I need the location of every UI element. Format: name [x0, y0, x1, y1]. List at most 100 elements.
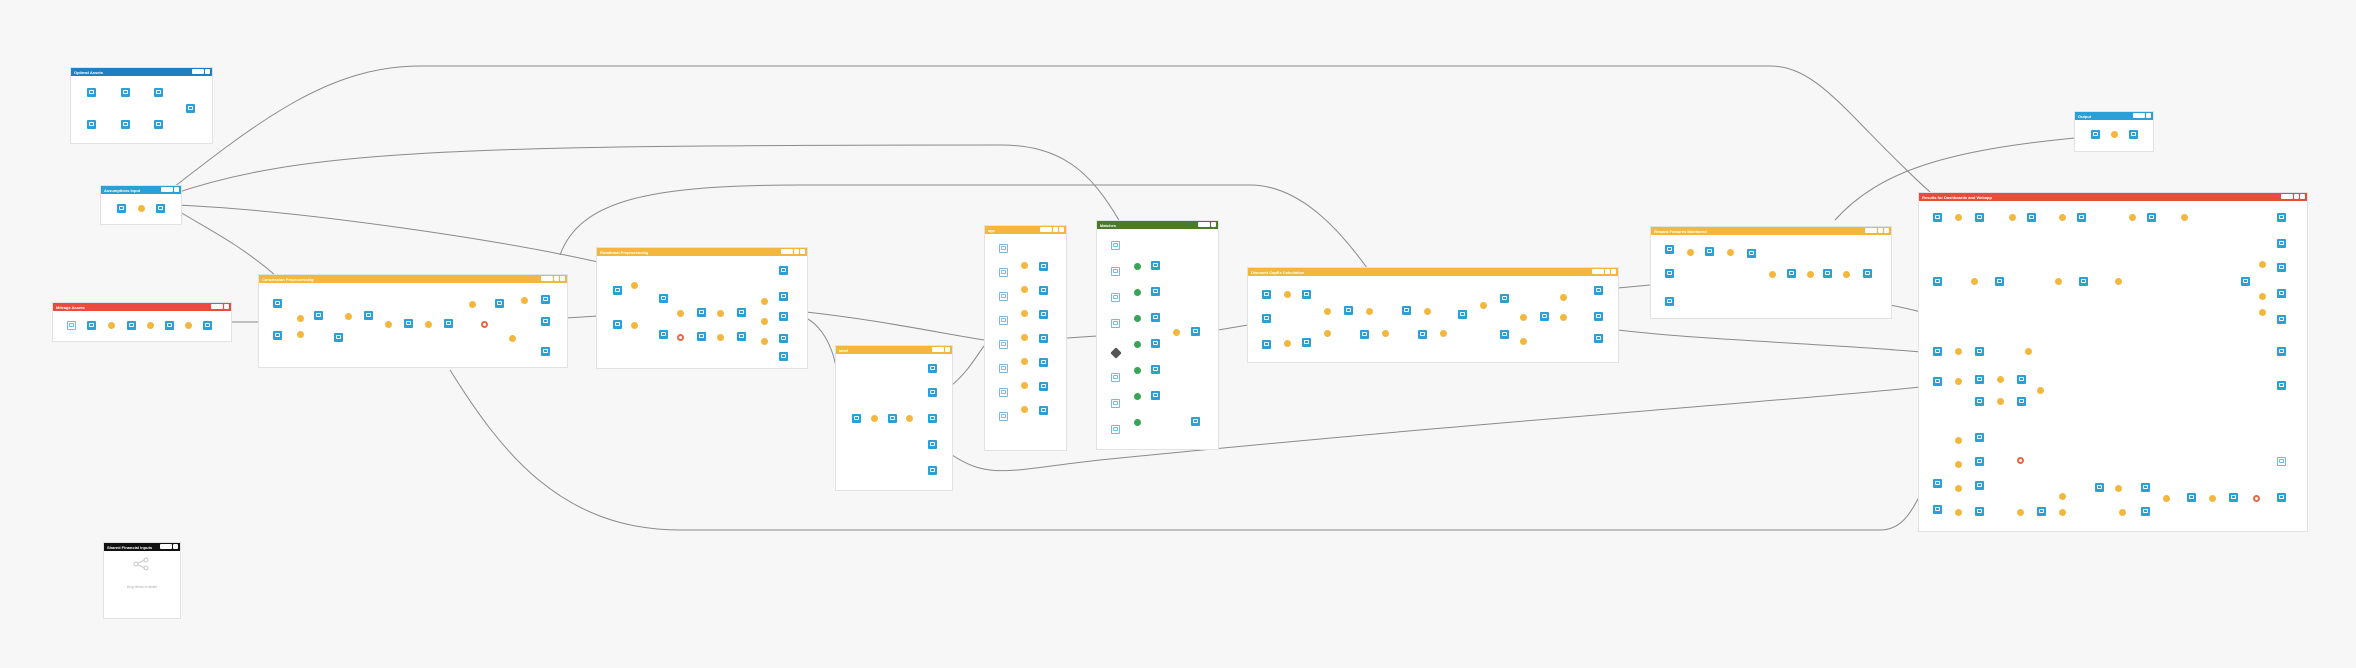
zone-output[interactable]: Output	[2074, 111, 2154, 152]
zone-menu-icon[interactable]	[2294, 194, 2299, 199]
dataset-icon[interactable]	[1975, 213, 1984, 222]
zone-count-badge[interactable]	[541, 276, 553, 281]
recipe-icon[interactable]	[2259, 293, 2266, 300]
recipe-error-icon[interactable]	[2017, 457, 2024, 464]
dataset-icon[interactable]	[2129, 130, 2138, 139]
dataset-icon[interactable]	[1933, 347, 1942, 356]
recipe-icon[interactable]	[147, 322, 154, 329]
folder-icon[interactable]	[1111, 241, 1120, 250]
dataset-icon[interactable]	[2277, 213, 2286, 222]
recipe-icon[interactable]	[385, 321, 392, 328]
recipe-icon[interactable]	[677, 310, 684, 317]
dataset-icon[interactable]	[2037, 507, 2046, 516]
recipe-error-icon[interactable]	[677, 334, 684, 341]
dataset-icon[interactable]	[2277, 315, 2286, 324]
dataset-icon[interactable]	[779, 292, 788, 301]
recipe-icon[interactable]	[1955, 509, 1962, 516]
recipe-icon[interactable]	[1807, 271, 1814, 278]
dataset-icon[interactable]	[1039, 334, 1048, 343]
zone-count-badge[interactable]	[1198, 222, 1210, 227]
recipe-icon[interactable]	[761, 318, 768, 325]
folder-icon[interactable]	[1111, 267, 1120, 276]
recipe-error-icon[interactable]	[481, 321, 488, 328]
recipe-icon[interactable]	[1324, 308, 1331, 315]
folder-icon[interactable]	[999, 388, 1008, 397]
recipe-icon[interactable]	[425, 321, 432, 328]
dataset-icon[interactable]	[1975, 507, 1984, 516]
dataset-icon[interactable]	[852, 414, 861, 423]
recipe-icon[interactable]	[2009, 214, 2016, 221]
recipe-icon[interactable]	[138, 205, 145, 212]
dataset-icon[interactable]	[1823, 269, 1832, 278]
recipe-icon[interactable]	[469, 301, 476, 308]
dataset-icon[interactable]	[121, 120, 130, 129]
dataset-icon[interactable]	[1262, 340, 1271, 349]
recipe-icon[interactable]	[871, 415, 878, 422]
dataset-icon[interactable]	[779, 266, 788, 275]
recipe-icon[interactable]	[2209, 495, 2216, 502]
dataset-icon[interactable]	[314, 311, 323, 320]
dataset-icon[interactable]	[928, 414, 937, 423]
zone-count-badge[interactable]	[1040, 227, 1052, 232]
zone-menu-icon[interactable]	[174, 187, 179, 192]
zone-count-badge[interactable]	[161, 187, 173, 192]
zone-results-dashboards[interactable]: Results for Dashboards and Webapp	[1918, 192, 2308, 532]
dataset-icon[interactable]	[2091, 130, 2100, 139]
dataset-icon[interactable]	[737, 308, 746, 317]
dataset-icon[interactable]	[273, 331, 282, 340]
recipe-icon[interactable]	[1560, 294, 1567, 301]
dataset-icon[interactable]	[1665, 269, 1674, 278]
recipe-icon[interactable]	[2115, 278, 2122, 285]
dataset-icon[interactable]	[888, 414, 897, 423]
recipe-icon[interactable]	[297, 331, 304, 338]
dataset-icon[interactable]	[2229, 493, 2238, 502]
recipe-icon[interactable]	[2259, 261, 2266, 268]
zone-menu-icon[interactable]	[1211, 222, 1216, 227]
dataset-icon[interactable]	[928, 364, 937, 373]
dataset-icon[interactable]	[779, 352, 788, 361]
zone-open-icon[interactable]	[1611, 269, 1616, 274]
dataset-icon[interactable]	[2277, 381, 2286, 390]
folder-icon[interactable]	[1111, 373, 1120, 382]
dataset-icon[interactable]	[613, 320, 622, 329]
dataset-icon[interactable]	[1151, 313, 1160, 322]
dataset-icon[interactable]	[1151, 365, 1160, 374]
zone-count-badge[interactable]	[1865, 228, 1877, 233]
recipe-icon[interactable]	[2129, 214, 2136, 221]
recipe-icon[interactable]	[1997, 376, 2004, 383]
recipe-icon[interactable]	[1021, 262, 1028, 269]
recipe-icon[interactable]	[1520, 314, 1527, 321]
folder-icon[interactable]	[1111, 425, 1120, 434]
dataset-icon[interactable]	[2017, 397, 2026, 406]
zone-open-icon[interactable]	[2300, 194, 2305, 199]
dataset-icon[interactable]	[928, 466, 937, 475]
zone-menu-icon[interactable]	[794, 249, 799, 254]
recipe-icon[interactable]	[1366, 308, 1373, 315]
recipe-icon[interactable]	[1560, 314, 1567, 321]
recipe-icon[interactable]	[761, 338, 768, 345]
dataset-icon[interactable]	[541, 347, 550, 356]
dataset-icon[interactable]	[1705, 247, 1714, 256]
dataset-icon[interactable]	[1933, 213, 1942, 222]
dataset-icon[interactable]	[1995, 277, 2004, 286]
folder-icon[interactable]	[1111, 399, 1120, 408]
recipe-icon[interactable]	[1955, 378, 1962, 385]
dataset-icon[interactable]	[1594, 312, 1603, 321]
dataset-icon[interactable]	[1747, 249, 1756, 258]
dataset-icon[interactable]	[2079, 277, 2088, 286]
git-icon[interactable]	[1110, 347, 1122, 359]
recipe-icon[interactable]	[345, 313, 352, 320]
prepare-recipe-icon[interactable]	[1134, 419, 1141, 426]
recipe-error-icon[interactable]	[2253, 495, 2260, 502]
dataset-icon[interactable]	[928, 440, 937, 449]
folder-icon[interactable]	[999, 340, 1008, 349]
zone-open-icon[interactable]	[1059, 227, 1064, 232]
dataset-icon[interactable]	[1151, 261, 1160, 270]
zone-count-badge[interactable]	[192, 69, 204, 74]
recipe-icon[interactable]	[1284, 340, 1291, 347]
dataset-icon[interactable]	[1975, 433, 1984, 442]
dataset-icon[interactable]	[2277, 263, 2286, 272]
dataset-icon[interactable]	[928, 388, 937, 397]
recipe-icon[interactable]	[2119, 509, 2126, 516]
zone-concession-preprocessing[interactable]: Concession Preprocessing	[258, 274, 568, 368]
